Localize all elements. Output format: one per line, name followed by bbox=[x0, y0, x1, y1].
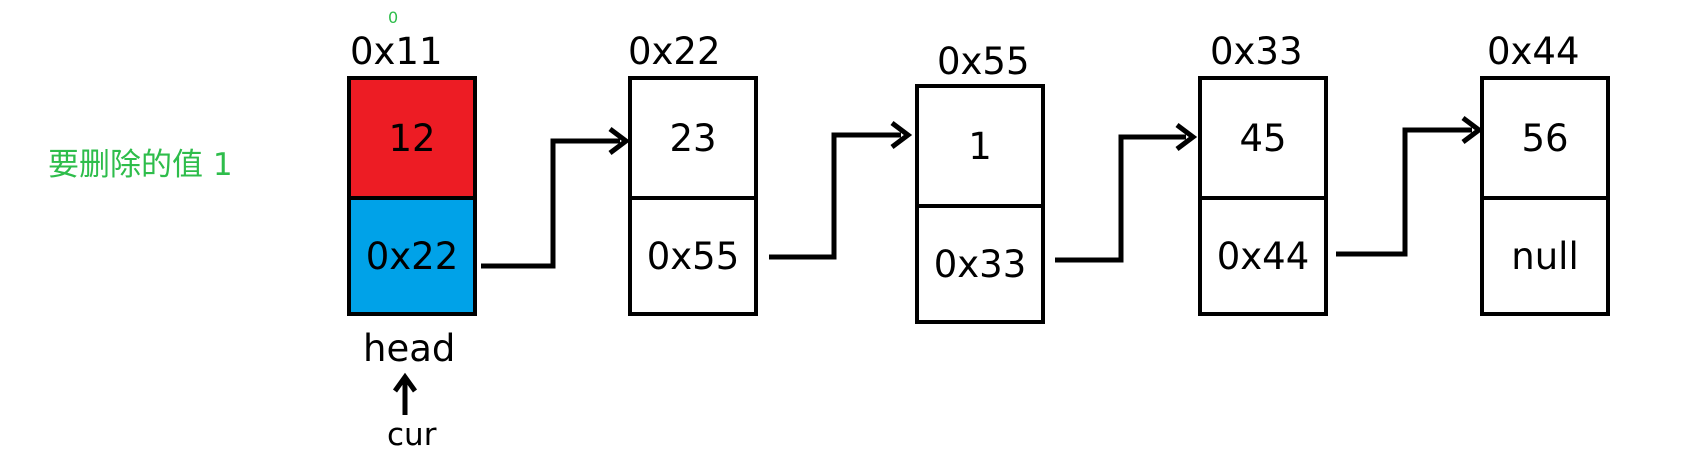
node-3-value-cell: 45 bbox=[1202, 80, 1324, 196]
arrowhead-node-3 bbox=[1461, 116, 1484, 144]
head-index-mark: 0 bbox=[388, 8, 399, 27]
node-3-next-cell: 0x44 bbox=[1202, 196, 1324, 312]
node-2-next: 0x33 bbox=[933, 242, 1027, 286]
arrow-node-1-to-node-2 bbox=[769, 132, 901, 260]
cur-label: cur bbox=[387, 417, 437, 453]
arrow-node-3-to-node-4 bbox=[1336, 127, 1472, 257]
arrowhead-node-2 bbox=[1175, 123, 1198, 151]
node-3-address: 0x33 bbox=[1210, 30, 1303, 73]
node-0-next-cell: 0x22 bbox=[351, 196, 473, 312]
node-1-address: 0x22 bbox=[628, 30, 721, 73]
node-1-next-cell: 0x55 bbox=[632, 196, 754, 312]
node-4: 56 null bbox=[1480, 76, 1610, 316]
head-label: head bbox=[363, 327, 456, 370]
node-4-next-cell: null bbox=[1484, 196, 1606, 312]
node-1-next: 0x55 bbox=[646, 234, 740, 278]
node-2-address: 0x55 bbox=[937, 40, 1030, 83]
node-0-value-cell: 12 bbox=[351, 80, 473, 196]
arrow-node-2-to-node-3 bbox=[1055, 134, 1186, 263]
arrowhead-node-1 bbox=[890, 121, 913, 149]
node-4-address: 0x44 bbox=[1487, 30, 1580, 73]
node-4-value: 56 bbox=[1521, 116, 1569, 160]
node-3: 45 0x44 bbox=[1198, 76, 1328, 316]
node-4-value-cell: 56 bbox=[1484, 80, 1606, 196]
node-0-value: 12 bbox=[388, 116, 436, 160]
node-0-next: 0x22 bbox=[365, 234, 459, 278]
arrow-node-0-to-node-1 bbox=[481, 138, 620, 269]
node-2-value-cell: 1 bbox=[919, 88, 1041, 204]
delete-value-note: 要删除的值 1 bbox=[48, 147, 233, 183]
node-3-next: 0x44 bbox=[1216, 234, 1310, 278]
node-1: 23 0x55 bbox=[628, 76, 758, 316]
node-2: 1 0x33 bbox=[915, 84, 1045, 324]
arrowhead-node-0 bbox=[608, 127, 631, 155]
arrowhead-cur bbox=[392, 372, 418, 393]
node-4-next: null bbox=[1511, 234, 1579, 278]
node-0: 12 0x22 bbox=[347, 76, 477, 316]
node-1-value-cell: 23 bbox=[632, 80, 754, 196]
node-0-address: 0x11 bbox=[350, 30, 443, 73]
node-3-value: 45 bbox=[1239, 116, 1287, 160]
node-2-next-cell: 0x33 bbox=[919, 204, 1041, 320]
node-1-value: 23 bbox=[669, 116, 717, 160]
node-2-value: 1 bbox=[968, 124, 992, 168]
